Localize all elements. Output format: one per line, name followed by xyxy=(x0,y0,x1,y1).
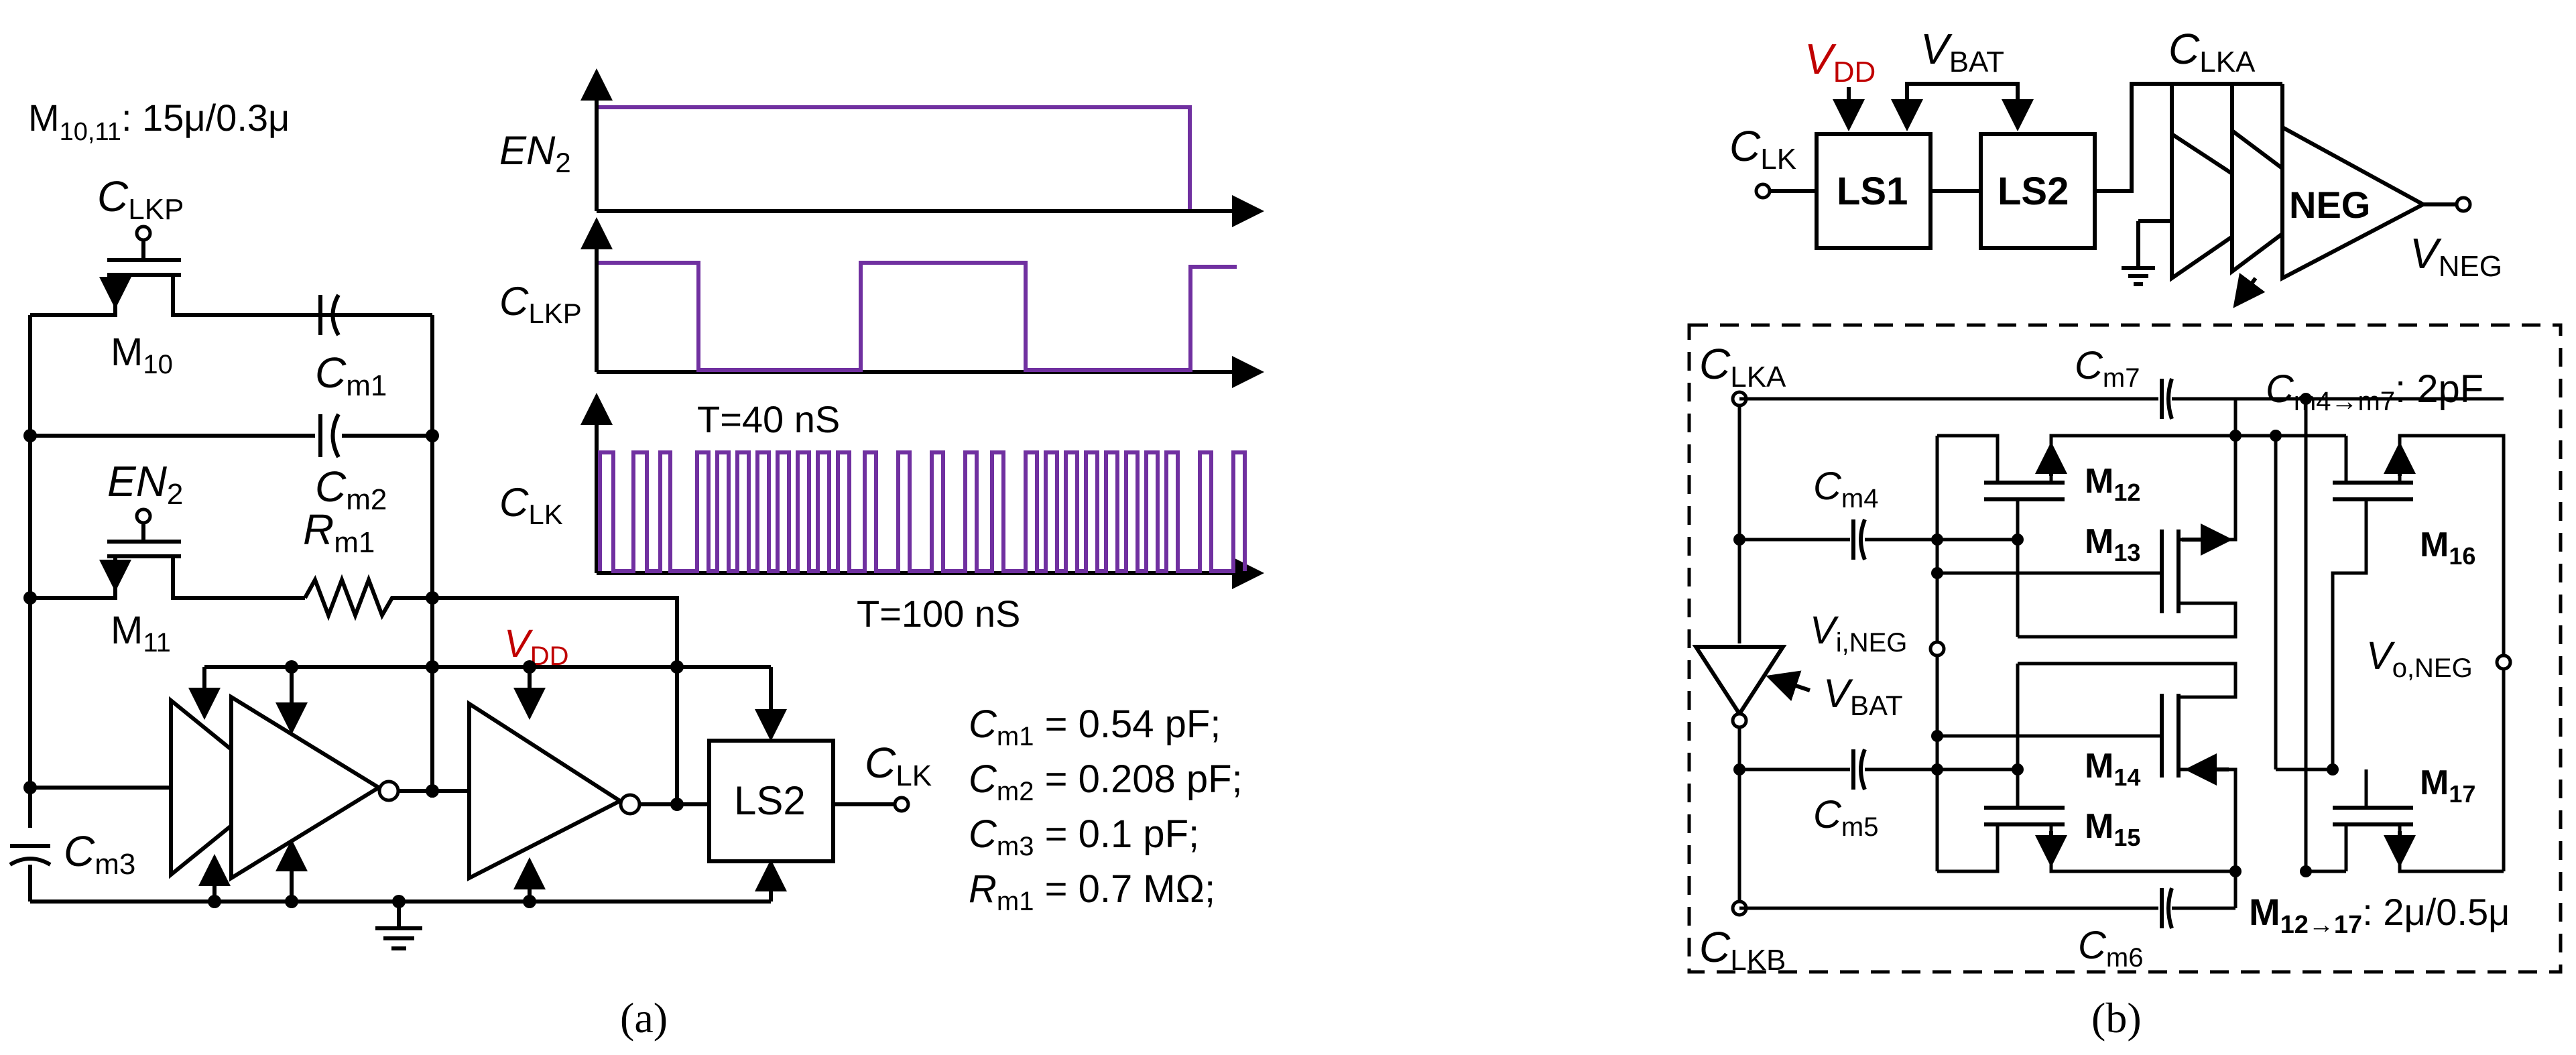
timing-diagram: EN2 CLKP T=40 nS CLK T=100 nS xyxy=(499,68,1264,635)
ls1-block xyxy=(1815,132,1933,250)
ls1-label: LS1 xyxy=(1837,170,1908,213)
m14-transistor xyxy=(1937,662,2237,871)
vneg-label: VNEG xyxy=(2410,229,2502,283)
cm4-capacitor xyxy=(1851,518,1867,561)
cm3-capacitor xyxy=(9,844,52,902)
m12m17-label: M12→17: 2μ/0.5μ xyxy=(2249,891,2510,939)
param-rm1: Rm1 = 0.7 MΩ; xyxy=(969,867,1215,916)
top-vdd-label: VDD xyxy=(1804,35,1876,88)
top-vbat-label: VBAT xyxy=(1920,25,2004,78)
voneg-terminal xyxy=(2495,654,2512,671)
cm7-capacitor xyxy=(2160,378,2174,420)
m13-transistor xyxy=(1937,399,2237,639)
cm5-capacitor xyxy=(1851,748,1867,791)
m1011-size-label: M10,11: 15μ/0.3μ xyxy=(28,97,290,146)
cm2-capacitor xyxy=(315,412,342,459)
clkp-gate-label: CLKP xyxy=(97,172,184,226)
timing-en2-label: EN2 xyxy=(499,128,571,178)
cm4-label: Cm4 xyxy=(1813,464,1878,513)
vineg-label: Vi,NEG xyxy=(1810,609,1907,658)
cm6-capacitor xyxy=(2160,887,2174,929)
parameter-list: Cm1 = 0.54 pF; Cm2 = 0.208 pF; Cm3 = 0.1… xyxy=(969,702,1243,916)
cm3-label: Cm3 xyxy=(64,827,135,881)
top-clk-label: CLK xyxy=(1729,122,1796,176)
cm1-capacitor xyxy=(318,294,341,336)
m10-transistor xyxy=(30,225,432,317)
m12-label: M12 xyxy=(2085,462,2140,506)
cm6-label: Cm6 xyxy=(2078,924,2143,973)
clk-output-label: CLK xyxy=(865,739,932,792)
inverter-1 xyxy=(169,693,400,882)
panel-b: VDD VBAT CLKA CLK LS1 LS2 NEG xyxy=(1687,25,2563,1042)
voneg-label: Vo,NEG xyxy=(2366,634,2473,683)
m17-transistor xyxy=(2333,769,2504,873)
neg-detail-box xyxy=(1687,323,2563,974)
en2-gate-label: EN2 xyxy=(107,457,183,511)
cm7-label: Cm7 xyxy=(2075,344,2140,393)
t40-label: T=40 nS xyxy=(697,398,840,440)
clk-waveform xyxy=(598,450,1247,573)
cm5-label: Cm5 xyxy=(1813,793,1878,842)
neg-label: NEG xyxy=(2289,184,2370,226)
m11-label: M11 xyxy=(111,609,171,658)
clkb-label: CLKB xyxy=(1699,923,1786,977)
m15-transistor xyxy=(1937,664,2235,873)
ls2-label-b: LS2 xyxy=(1998,170,2069,213)
m17-label: M17 xyxy=(2420,763,2475,808)
vdd-label: VDD xyxy=(504,622,568,671)
vineg-terminal xyxy=(1928,640,1946,658)
timing-clk-label: CLK xyxy=(499,480,563,530)
ground-icon xyxy=(375,902,422,950)
rm1-resistor xyxy=(303,574,679,801)
m16-transistor xyxy=(2331,434,2506,871)
vbat-inverter xyxy=(1692,645,1787,729)
ground-icon-b xyxy=(2122,266,2155,286)
vneg-terminal xyxy=(2455,196,2472,213)
inverter-2 xyxy=(467,700,641,881)
ls2-label: LS2 xyxy=(734,778,806,823)
m10-label: M10 xyxy=(111,330,173,379)
rm1-label: Rm1 xyxy=(303,505,375,559)
top-clka-label: CLKA xyxy=(2168,25,2256,78)
neg-driver-stack xyxy=(2170,123,2428,282)
clk-output-terminal xyxy=(893,796,910,813)
param-cm2: Cm2 = 0.208 pF; xyxy=(969,757,1243,806)
m13-label: M13 xyxy=(2085,522,2140,566)
t100-label: T=100 nS xyxy=(857,593,1020,635)
clka-label: CLKA xyxy=(1699,340,1786,393)
en2-waveform xyxy=(599,105,1192,209)
cm4m7-label: Cm4→m7: 2pF xyxy=(2266,367,2483,416)
timing-clkp-label: CLKP xyxy=(499,279,582,329)
caption-a: (a) xyxy=(620,994,668,1042)
param-cm3: Cm3 = 0.1 pF; xyxy=(969,812,1199,861)
clkp-waveform xyxy=(599,261,1237,372)
m16-label: M16 xyxy=(2420,525,2475,570)
panel-a: M10,11: 15μ/0.3μ CLKP M10 Cm1 xyxy=(9,68,1264,1042)
m12-transistor xyxy=(1937,434,2235,637)
vbat-inverter-label: VBAT xyxy=(1823,671,1903,721)
cm1-label: Cm1 xyxy=(315,349,387,402)
ls2-block xyxy=(707,739,835,863)
cm2-label: Cm2 xyxy=(315,462,387,516)
m15-label: M15 xyxy=(2085,807,2140,851)
param-cm1: Cm1 = 0.54 pF; xyxy=(969,702,1221,751)
caption-b: (b) xyxy=(2091,994,2142,1042)
m11-transistor xyxy=(30,507,305,600)
m14-label: M14 xyxy=(2085,747,2140,791)
